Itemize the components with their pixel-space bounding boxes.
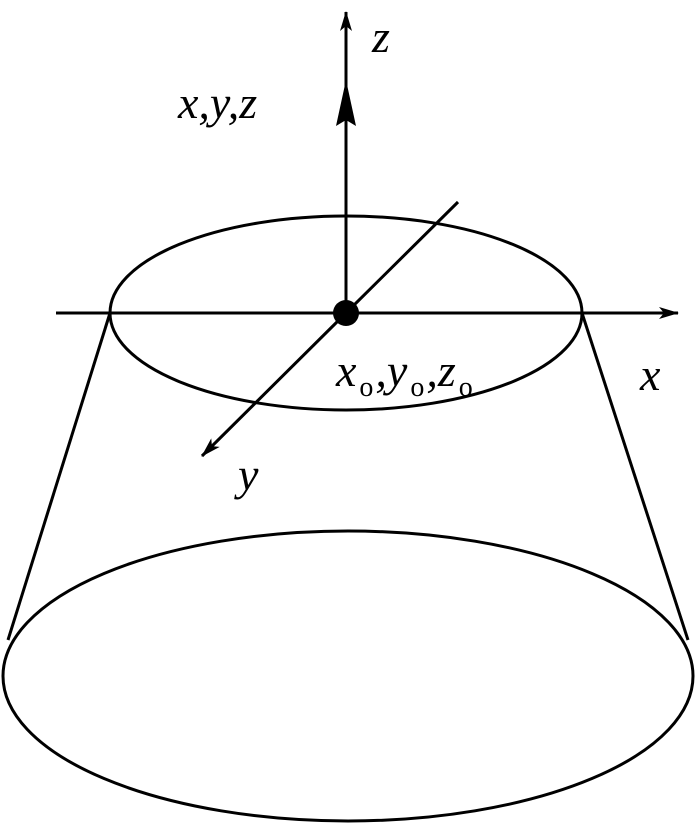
z-axis-label: z bbox=[372, 11, 390, 62]
origin-sep-2: , bbox=[426, 345, 438, 396]
shifted-point-label: x,y,z bbox=[178, 77, 258, 128]
origin-x: x bbox=[336, 345, 357, 396]
origin-point bbox=[333, 300, 359, 326]
origin-y: y bbox=[386, 345, 408, 396]
frustum-left-side bbox=[6, 312, 112, 641]
origin-y-subscript: o bbox=[410, 372, 425, 403]
origin-z-subscript: o bbox=[458, 372, 473, 403]
origin-z: z bbox=[437, 345, 456, 396]
x-axis-label: x bbox=[640, 349, 661, 400]
origin-sep-1: , bbox=[375, 345, 387, 396]
frustum-right-side bbox=[580, 312, 690, 641]
z-axis-mid-arrowhead bbox=[336, 80, 356, 126]
y-axis bbox=[200, 311, 348, 458]
y-axis-label: y bbox=[238, 449, 259, 500]
origin-x-subscript: o bbox=[359, 372, 374, 403]
frustum-bottom-ellipse bbox=[1, 529, 695, 823]
y-axis-back-segment bbox=[344, 200, 460, 315]
